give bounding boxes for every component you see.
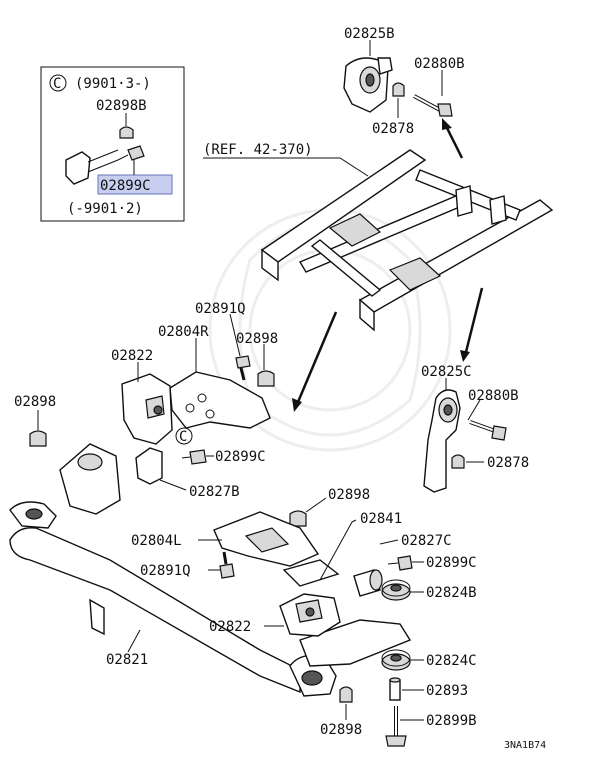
label-02898-left[interactable]: 02898 [14, 394, 56, 410]
bushing-02827C [353, 569, 383, 597]
bolt-02880B-top [413, 94, 453, 117]
plate-02827B [135, 447, 163, 485]
label-02825B[interactable]: 02825B [344, 26, 395, 42]
inset-date-bottom: (-9901·2) [67, 201, 143, 217]
inset-symbol: C [53, 76, 61, 92]
bolt-02899C-mid [181, 449, 207, 465]
ref-label[interactable]: (REF. 42-370) [203, 142, 313, 158]
label-02827C[interactable]: 02827C [401, 533, 452, 549]
bushing-02824C [381, 649, 411, 671]
nut-02898-mid [257, 370, 275, 387]
crossmember-02821 [9, 443, 412, 697]
label-02880B-right[interactable]: 02880B [468, 388, 519, 404]
inset-bolt-head [127, 145, 145, 161]
figure-code: 3NA1B74 [504, 740, 546, 751]
label-02878-top[interactable]: 02878 [372, 121, 414, 137]
label-02898-bottom[interactable]: 02898 [320, 722, 362, 738]
nut-02898-bottom [339, 686, 353, 703]
label-02822-top[interactable]: 02822 [111, 348, 153, 364]
nut-02878-top [392, 82, 405, 97]
label-02822-low[interactable]: 02822 [209, 619, 251, 635]
label-02824B[interactable]: 02824B [426, 585, 477, 601]
label-02821[interactable]: 02821 [106, 652, 148, 668]
mid-symbol: C [179, 429, 187, 445]
label-02891Q-top[interactable]: 02891Q [195, 301, 246, 317]
plate-02804L [213, 511, 320, 567]
frame-reference [260, 149, 554, 332]
inset-part-label-02899C[interactable]: 02899C [100, 178, 151, 194]
inset-part-label-02898B: 02898B [96, 98, 147, 114]
inset-box: C (9901·3-) 02898B 02899C (-9901·2) [40, 66, 185, 222]
label-02841[interactable]: 02841 [360, 511, 402, 527]
spacer-02893 [389, 677, 401, 701]
nut-02898-center [289, 510, 307, 527]
highlight-box [97, 174, 173, 195]
label-02878-right[interactable]: 02878 [487, 455, 529, 471]
engine-mount-02822-low [279, 593, 341, 637]
label-02898-mid[interactable]: 02898 [236, 331, 278, 347]
bracket-02804R [169, 371, 271, 429]
label-02804R[interactable]: 02804R [158, 324, 209, 340]
engine-mount-02822-top [121, 373, 173, 445]
nut-02898-left [29, 430, 47, 447]
bolt-02880B-right [469, 420, 507, 441]
arrow-to-rear-mount [460, 287, 484, 362]
bolt-02899B [385, 706, 407, 747]
label-02824C[interactable]: 02824C [426, 653, 477, 669]
inset-date-top: (9901·3-) [75, 76, 151, 92]
label-02827B[interactable]: 02827B [189, 484, 240, 500]
mount-02825B [343, 57, 393, 113]
bolt-02899C-right [387, 555, 413, 571]
mid-symbol-circle [175, 427, 193, 445]
label-02893[interactable]: 02893 [426, 683, 468, 699]
label-02825C[interactable]: 02825C [421, 364, 472, 380]
label-02899C-mid[interactable]: 02899C [215, 449, 266, 465]
arrow-to-top-mount [442, 118, 464, 159]
label-02804L[interactable]: 02804L [131, 533, 182, 549]
inset-nut [119, 126, 134, 139]
label-02891Q-low[interactable]: 02891Q [140, 563, 191, 579]
bushing-02824B [381, 579, 411, 601]
label-02880B-top[interactable]: 02880B [414, 56, 465, 72]
arrow-to-front-mount [292, 311, 338, 412]
label-02898-center[interactable]: 02898 [328, 487, 370, 503]
bolt-02891Q-top [235, 355, 251, 381]
label-02899C-right[interactable]: 02899C [426, 555, 477, 571]
mount-02825C [423, 389, 461, 493]
label-02899B[interactable]: 02899B [426, 713, 477, 729]
bolt-02891Q-low [219, 551, 235, 579]
plate-02841 [282, 559, 340, 587]
nut-02878-right [451, 454, 465, 469]
inset-bracket-plate [65, 151, 91, 185]
